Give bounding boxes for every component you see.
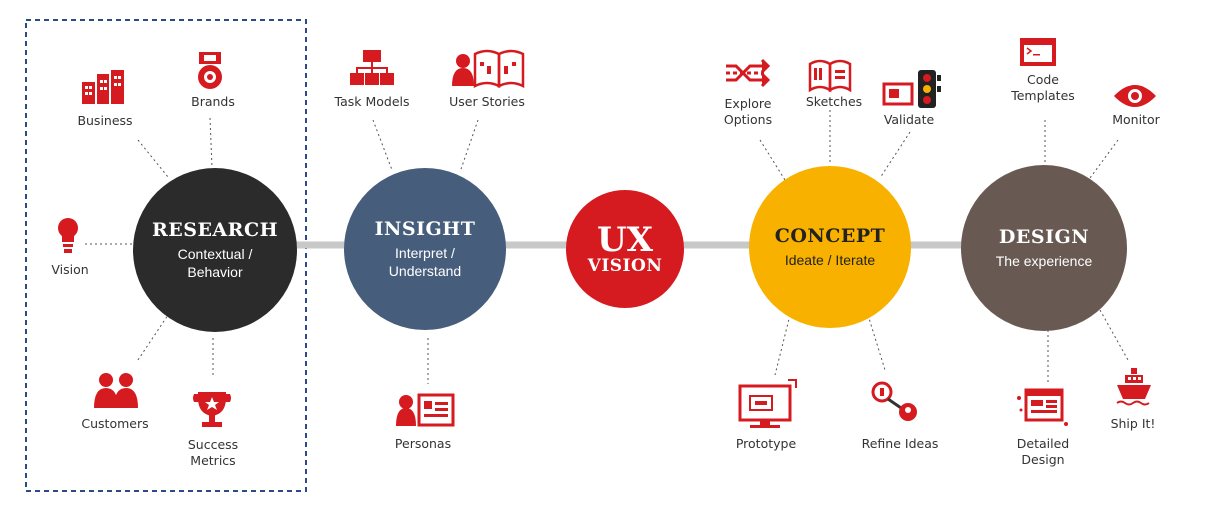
lightbulb-icon [58, 218, 78, 253]
traffic-light-icon [882, 70, 941, 108]
leader-lines [85, 110, 1129, 384]
sketchbook-icon [808, 59, 852, 93]
monitor-label: Monitor [1112, 112, 1160, 127]
people-icon [94, 373, 138, 408]
prototype-label: Prototype [735, 436, 797, 451]
insight-title: INSIGHT [374, 218, 476, 240]
insight-circle: INSIGHT Interpret / Understand [344, 168, 506, 330]
shuffle-icon [726, 58, 771, 88]
research-circle: RESEARCH Contextual / Behavior [133, 168, 297, 332]
concept-subtitle: Ideate / Iterate [784, 252, 876, 268]
terminal-icon [1020, 38, 1056, 66]
medal-icon [198, 52, 222, 89]
trophy-icon [193, 392, 231, 427]
explore-options-label: Explore Options [723, 96, 773, 127]
design-title: DESIGN [998, 226, 1090, 248]
research-subtitle: Contextual / Behavior [177, 246, 253, 280]
vision-label: Vision [51, 262, 89, 277]
design-subtitle: The experience [995, 253, 1093, 269]
detailed-design-label: Detailed Design [1016, 436, 1070, 467]
ux-vision-circle: UX VISION [566, 190, 684, 308]
design-circle: DESIGN The experience [961, 165, 1127, 331]
ship-icon [1116, 368, 1151, 406]
design-doc-icon [1017, 388, 1068, 426]
research-title: RESEARCH [151, 219, 279, 241]
ship-it-label: Ship It! [1110, 416, 1156, 431]
task-models-label: Task Models [334, 94, 410, 109]
ux-title: UX [596, 220, 654, 260]
refine-ideas-label: Refine Ideas [861, 436, 939, 451]
user-stories-label: User Stories [449, 94, 525, 109]
success-metrics-label: Success Metrics [187, 437, 239, 468]
insight-subtitle: Interpret / Understand [388, 245, 462, 279]
brands-label: Brands [191, 94, 235, 109]
personas-label: Personas [394, 436, 452, 451]
concept-title: CONCEPT [774, 225, 886, 247]
business-label: Business [77, 113, 133, 128]
customers-label: Customers [81, 416, 149, 431]
code-templates-label: Code Templates [1011, 72, 1075, 103]
validate-label: Validate [883, 112, 935, 127]
concept-circle: CONCEPT Ideate / Iterate [749, 166, 911, 328]
persona-card-icon [396, 393, 455, 427]
buildings-icon [82, 70, 124, 104]
sketches-label: Sketches [805, 94, 863, 109]
ux-subtitle: VISION [587, 256, 663, 276]
research-group-frame [25, 19, 307, 492]
monitor-prototype-icon [738, 379, 797, 428]
refine-bulb-icon [871, 381, 917, 421]
storyboard-icon [452, 49, 525, 89]
eye-icon [1114, 85, 1156, 107]
hierarchy-icon [350, 50, 394, 85]
